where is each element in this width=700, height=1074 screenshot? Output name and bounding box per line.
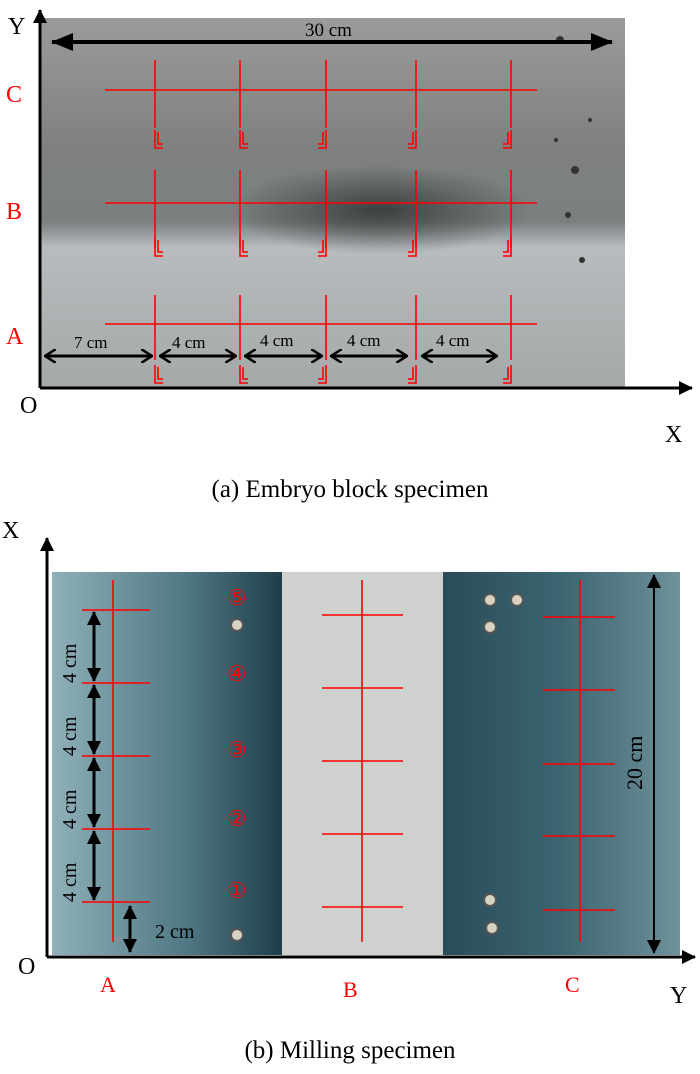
spacing-label: 4 cm [59,862,81,902]
origin-label: O [20,393,37,419]
origin-label-b: O [18,954,35,980]
caption-b: (b) Milling specimen [244,1037,456,1064]
point-number: ① [227,878,247,903]
bracket-mark [318,240,324,253]
spacing-label: 4 cm [59,716,81,756]
row-label-c: C [6,82,22,108]
bracket-mark [503,132,509,145]
bracket-mark [157,240,163,253]
column-label-b: B [343,977,358,1002]
point-numbers: ⑤ ④ ③ ② ① [227,585,247,903]
y-axis-label-b: Y [670,983,687,1009]
row-label-a: A [6,324,24,350]
bracket-mark [157,132,163,145]
bracket-mark [408,132,414,145]
column-label-c: C [565,972,580,997]
point-number: ② [227,806,247,831]
bracket-mark [239,130,248,149]
bracket-mark [239,238,248,257]
spacing-label: 4 cm [59,789,81,829]
bracket-mark [408,130,417,149]
spacing-label: 4 cm [347,331,381,350]
width-label: 30 cm [305,20,352,41]
spacing-arrows-b [87,611,137,953]
bracket-mark [408,238,417,257]
x-axis-label-b: X [2,518,19,544]
bracket-mark [503,130,512,149]
panel-b: X O Y A B C ⑤ ④ ③ ② ① 4 cm 4 cm 4 cm 4 c… [2,518,696,1064]
dark-region [230,165,530,255]
x-axis-label: X [665,422,682,448]
column-label-a: A [100,972,116,997]
bracket-mark [318,238,327,257]
bracket-mark [242,367,248,380]
spacing-labels: 7 cm 4 cm 4 cm 4 cm 4 cm [74,331,470,352]
panel-a: Y O X A B C 30 cm 7 cm 4 cm 4 cm 4 cm 4 … [6,9,693,503]
bracket-mark [318,132,324,145]
point-number: ③ [227,737,247,762]
bracket-mark [242,240,248,253]
bracket-mark [154,130,163,149]
spacing-label: 4 cm [59,643,81,683]
bracket-mark [318,130,327,149]
y-axis-label: Y [8,14,25,40]
bracket-mark [154,238,163,257]
bracket-mark [157,367,163,380]
spacing-label: 4 cm [260,331,294,350]
bracket-mark [154,365,163,384]
bracket-mark [239,365,248,384]
bracket-mark [408,240,414,253]
bracket-mark [503,238,512,257]
left-strip [52,572,282,955]
measurement-grid-b [82,580,615,942]
offset-label: 2 cm [155,921,195,943]
caption-a: (a) Embryo block specimen [212,476,489,503]
bracket-mark [408,365,417,384]
bracket-mark [242,132,248,145]
bracket-mark [503,240,509,253]
row-label-b: B [6,199,22,225]
bracket-mark [503,367,509,380]
bolts [230,593,524,942]
length-label: 20 cm [622,736,647,790]
spacing-label: 7 cm [74,333,108,352]
measurement-grid-a [105,60,537,384]
spacing-label: 4 cm [436,331,470,350]
bracket-mark [318,367,324,380]
bracket-mark [318,365,327,384]
point-number: ④ [227,661,247,686]
spacing-labels-b: 4 cm 4 cm 4 cm 4 cm 2 cm [59,643,195,943]
spacing-label: 4 cm [172,333,206,352]
point-number: ⑤ [227,585,247,610]
bracket-mark [408,367,414,380]
bracket-mark [503,365,512,384]
